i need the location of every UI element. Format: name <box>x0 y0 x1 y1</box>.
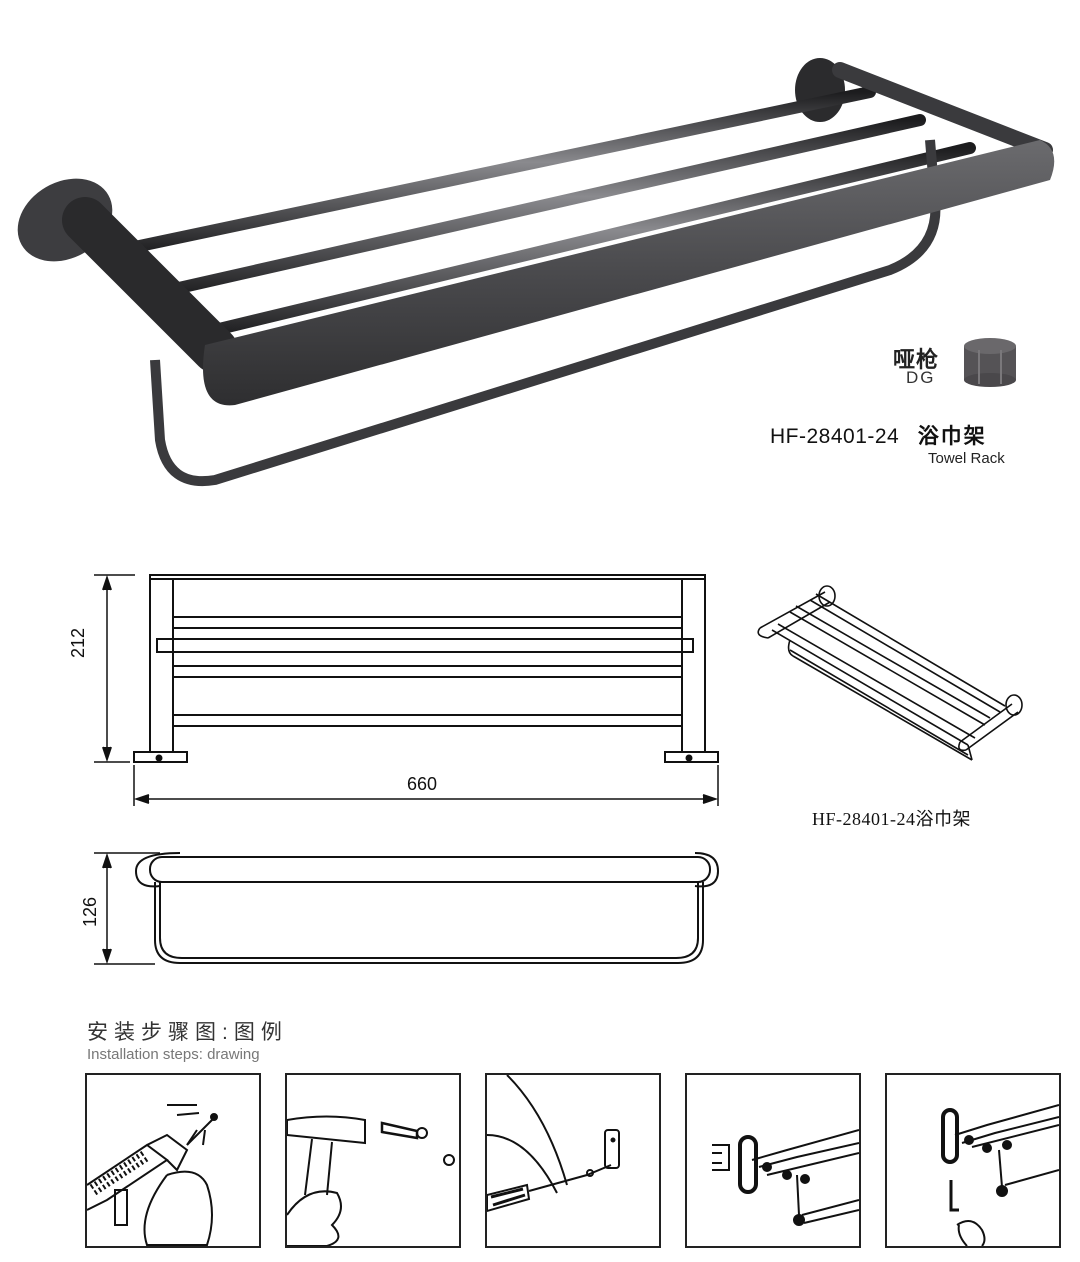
product-name-cn: 浴巾架 <box>917 425 987 448</box>
installation-title-cn: 安装步骤图:图例 <box>87 1021 288 1044</box>
finish-swatch <box>962 336 1018 388</box>
allen-key-icon <box>941 1104 1059 1246</box>
product-title: HF-28401-24 浴巾架 <box>770 420 987 450</box>
step-5-panel <box>885 1073 1061 1248</box>
hammer-icon <box>287 1115 455 1246</box>
depth-dimension-label: 126 <box>80 896 100 927</box>
front-elevation-drawing <box>80 565 740 810</box>
top-view-drawing <box>80 845 740 975</box>
height-dimension-label: 212 <box>68 627 88 658</box>
product-name-en: Towel Rack <box>928 450 1005 467</box>
towel-rack-render <box>17 58 1055 487</box>
step-4-panel <box>685 1073 861 1248</box>
step-3-panel <box>485 1073 661 1248</box>
product-photo <box>0 40 1080 500</box>
step-2-panel <box>285 1073 461 1248</box>
finish-code: DG <box>906 368 936 387</box>
finish-name-cn: 哑枪 <box>893 347 940 372</box>
mount-bracket-icon <box>712 1129 859 1226</box>
model-number: HF-28401-24 <box>770 425 900 448</box>
isometric-caption: HF-28401-24浴巾架 <box>812 809 971 829</box>
installation-title-en: Installation steps: drawing <box>87 1046 260 1063</box>
step-1-panel <box>85 1073 261 1248</box>
width-dimension-label: 660 <box>407 774 438 794</box>
drill-icon <box>87 1104 218 1246</box>
isometric-drawing <box>750 578 1040 768</box>
screwdriver-icon <box>487 1075 620 1213</box>
